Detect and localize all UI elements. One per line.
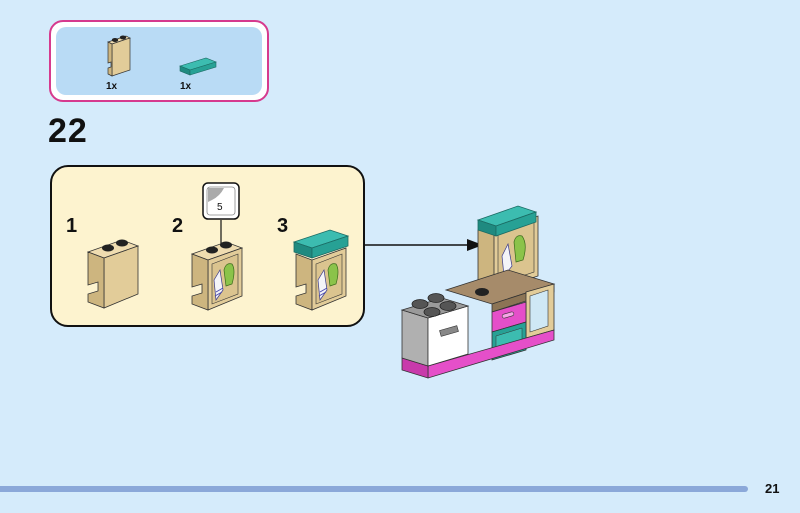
tan-panel-icon <box>86 239 140 309</box>
sticker-callout-icon <box>202 182 240 220</box>
footer-bar <box>0 486 748 492</box>
part-tan-panel-icon <box>107 35 131 77</box>
tan-panel-with-tile-icon <box>292 229 350 311</box>
tan-panel-with-sticker-icon <box>190 241 244 311</box>
sub-step-number-2: 2 <box>172 215 184 237</box>
step-number: 22 <box>48 112 88 150</box>
page-number: 21 <box>765 481 780 496</box>
sticker-number: 5 <box>217 202 223 213</box>
sub-step-number-1: 1 <box>66 215 78 237</box>
sub-step-number-3: 3 <box>277 215 289 237</box>
part-quantity-2: 1x <box>180 81 192 92</box>
part-quantity-1: 1x <box>106 81 118 92</box>
kitchen-stove-model <box>400 205 556 379</box>
parts-list-panel <box>56 27 262 95</box>
part-teal-tile-icon <box>179 57 217 76</box>
arrow-icon <box>365 239 483 251</box>
parts-list-callout <box>49 20 269 102</box>
stove-burners <box>411 293 457 317</box>
